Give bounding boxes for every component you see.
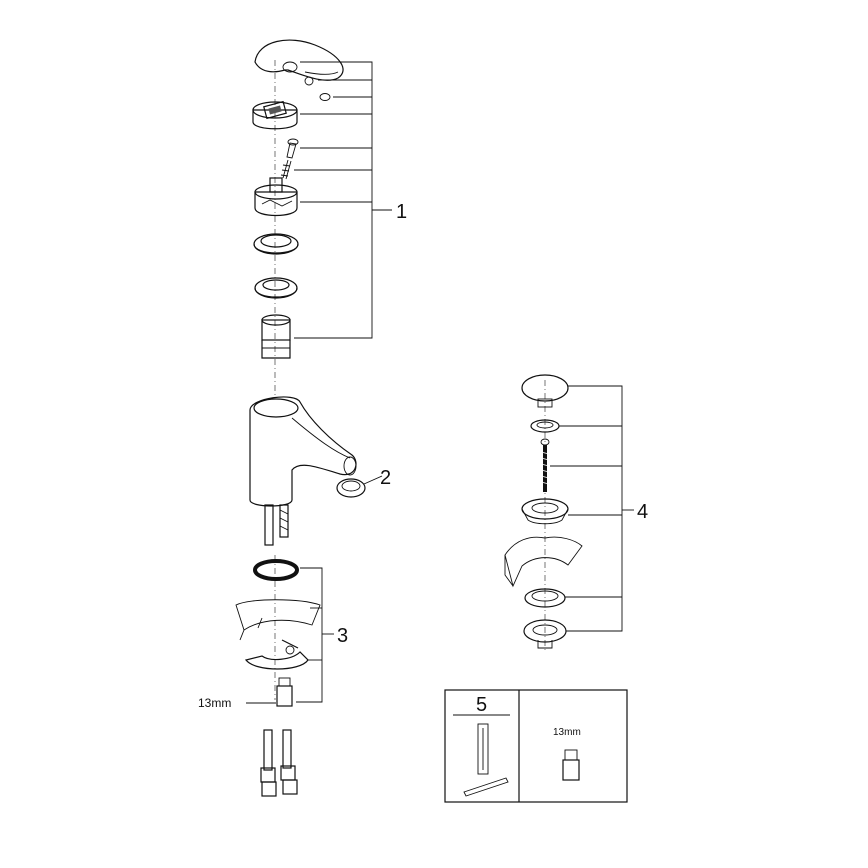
- key-tool: [463, 723, 509, 797]
- tools-box: [444, 689, 628, 803]
- wrench-size-label-left: 13mm: [198, 696, 231, 710]
- basin-section: [504, 536, 583, 588]
- pop-up-cap: [521, 374, 569, 408]
- callout-1: 1: [396, 201, 407, 223]
- sink-section: [235, 599, 321, 641]
- wrench-size-label-box: 13mm: [553, 727, 581, 738]
- retaining-ring: [253, 233, 299, 255]
- callout-3-leaders: [296, 567, 334, 703]
- drain-gasket: [524, 588, 566, 608]
- faucet-body: [249, 396, 357, 507]
- drain-washer: [530, 419, 560, 433]
- mounting-bracket: [244, 639, 309, 670]
- set-screw-small: [304, 76, 314, 86]
- lever-handle: [254, 39, 344, 81]
- callout-3: 3: [337, 625, 348, 647]
- callout-2: 2: [380, 467, 391, 489]
- handle-adapter: [252, 100, 298, 130]
- callout-5: 5: [476, 694, 487, 716]
- callout-4-leaders: [550, 385, 634, 632]
- supply-hoses: [260, 729, 298, 797]
- supply-tubes: [264, 504, 289, 546]
- valve-body: [261, 314, 291, 359]
- aerator: [336, 478, 366, 498]
- cartridge: [254, 177, 298, 217]
- callout-4: 4: [637, 501, 648, 523]
- drain-rod: [540, 438, 550, 492]
- spring-pin: [280, 159, 292, 180]
- drain-flange: [521, 498, 569, 525]
- callout-2-leader: [363, 475, 383, 485]
- callout-1-leaders: [294, 61, 392, 339]
- nut-tool: [562, 749, 580, 781]
- set-screw-cap: [319, 93, 331, 101]
- screw: [286, 138, 299, 159]
- o-ring: [253, 559, 299, 581]
- seal-ring: [254, 277, 298, 299]
- mounting-nut: [276, 677, 293, 707]
